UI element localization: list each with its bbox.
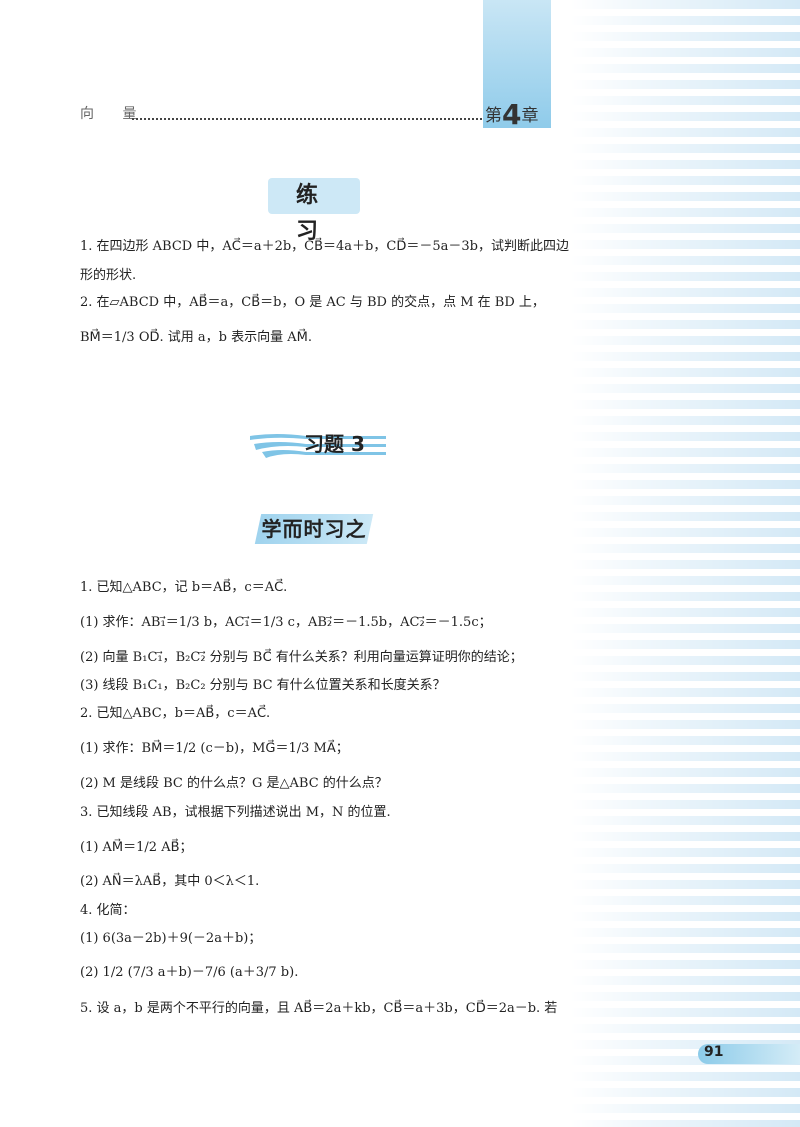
chapter-number: 4	[502, 98, 522, 131]
problem-line: (1) 求作：BM⃗＝1/2 (c－b)，MG⃗＝1/3 MA⃗；	[80, 741, 349, 756]
problem-line: 1. 已知△ABC，记 b＝AB⃗，c＝AC⃗.	[80, 580, 288, 595]
problem-line: (3) 线段 B₁C₁，B₂C₂ 分别与 BC 有什么位置关系和长度关系？	[80, 678, 446, 693]
problem-line: 4. 化简：	[80, 903, 136, 918]
wave-decoration-icon	[250, 434, 386, 458]
exercise-line: 形的形状.	[80, 268, 137, 283]
chapter-suffix: 章	[521, 106, 539, 126]
page-number: 91	[704, 1044, 724, 1060]
dot-leader	[132, 104, 482, 120]
chapter-tab	[483, 0, 551, 128]
problem-line: 2. 已知△ABC，b＝AB⃗，c＝AC⃗.	[80, 706, 271, 721]
problem-line: (2) 向量 B₁C₁⃗，B₂C₂⃗ 分别与 BC⃗ 有什么关系？利用向量运算证…	[80, 650, 523, 665]
exercise-line: 1. 在四边形 ABCD 中，AC⃗＝a＋2b，CB⃗＝4a＋b，CD⃗＝－5a…	[80, 239, 569, 254]
problem-line: 5. 设 a，b 是两个不平行的向量，且 AB⃗＝2a＋kb，CB⃗＝a＋3b，…	[80, 1001, 558, 1016]
decorative-stripes	[570, 0, 800, 1127]
running-head: 向 量	[80, 106, 149, 122]
subsection-banner: 学而时习之	[254, 514, 374, 544]
page-number-bar	[698, 1044, 800, 1064]
exercise-line: BM⃗＝1/3 OD⃗. 试用 a，b 表示向量 AM⃗.	[80, 330, 312, 345]
problem-line: (2) M 是线段 BC 的什么点？G 是△ABC 的什么点？	[80, 776, 388, 791]
problem-line: (1) AM⃗＝1/2 AB⃗；	[80, 840, 193, 855]
problem-line: (1) 6(3a－2b)＋9(－2a＋b)；	[80, 931, 262, 946]
exercise-title: 练 习	[268, 178, 360, 244]
subsection-title: 学而时习之	[261, 517, 367, 541]
exercise-line: 2. 在▱ABCD 中，AB⃗＝a，CB⃗＝b，O 是 AC 与 BD 的交点，…	[80, 295, 545, 310]
chapter-label: 第4章	[485, 98, 538, 131]
problem-line: (2) 1/2 (7/3 a＋b)－7/6 (a＋3/7 b).	[80, 965, 299, 980]
problem-line: 3. 已知线段 AB，试根据下列描述说出 M，N 的位置.	[80, 805, 391, 820]
problems-title: 习题 3	[304, 432, 365, 456]
problem-line: (2) AN⃗＝λAB⃗，其中 0＜λ＜1.	[80, 874, 260, 889]
problem-line: (1) 求作：AB₁⃗＝1/3 b，AC₁⃗＝1/3 c，AB₂⃗＝－1.5b，…	[80, 615, 492, 630]
problems-heading: 习题 3	[246, 426, 386, 462]
chapter-prefix: 第	[485, 106, 502, 126]
